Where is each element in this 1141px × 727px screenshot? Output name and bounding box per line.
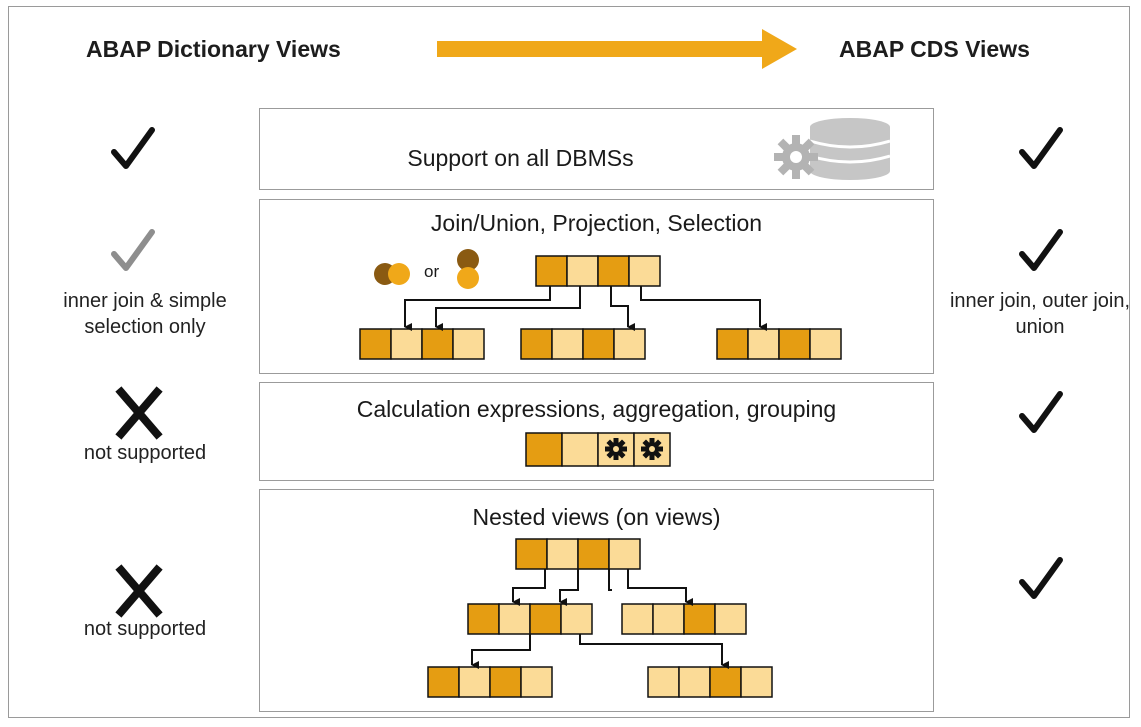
calculation-diagram (525, 432, 671, 467)
table-block (647, 666, 773, 698)
left-note: not supported (83, 442, 207, 464)
table-block (716, 328, 842, 360)
check-icon (1019, 127, 1063, 169)
table-cell (489, 666, 522, 698)
table-cell (582, 328, 615, 360)
feature-panel-calc: Calculation expressions, aggregation, gr… (259, 382, 934, 481)
table-cell (421, 328, 454, 360)
table-cell (621, 603, 654, 635)
connector-line (471, 634, 531, 669)
table-cell (452, 328, 485, 360)
check-icon (1019, 391, 1063, 433)
table-block (515, 538, 641, 570)
table-block (467, 603, 593, 635)
table-block (427, 666, 553, 698)
feature-title: Calculation expressions, aggregation, gr… (356, 396, 837, 422)
table-cell (560, 603, 593, 635)
table-cell (809, 328, 842, 360)
feature-title: Join/Union, Projection, Selection (430, 210, 763, 236)
table-block (359, 328, 485, 360)
connector-line (627, 569, 693, 606)
header-right-title: ABAP CDS Views (839, 36, 1030, 62)
table-cell (458, 666, 491, 698)
header-left-title: ABAP Dictionary Views (86, 36, 341, 62)
feature-title: Support on all DBMSs (407, 145, 634, 171)
gear-icon (605, 438, 627, 460)
check-icon (1019, 557, 1063, 599)
table-cell (608, 538, 641, 570)
table-cell (740, 666, 773, 698)
connector-line (610, 286, 635, 331)
connector-line (559, 569, 579, 606)
table-cell (520, 666, 553, 698)
feature-panel-nested: Nested views (on views) (259, 489, 934, 712)
table-cell (652, 603, 685, 635)
table-cell (467, 603, 500, 635)
or-label: or (424, 262, 440, 281)
table-cell (551, 328, 584, 360)
left-note: inner join & simple selection only (63, 290, 227, 338)
table-cell (520, 328, 553, 360)
connector-line (608, 569, 612, 591)
table-cell (359, 328, 392, 360)
table-cell (714, 603, 747, 635)
cross-icon (115, 564, 163, 618)
gear-icon (641, 438, 663, 460)
table-cell (566, 255, 599, 287)
table-cell (778, 328, 811, 360)
table-cell (577, 538, 610, 570)
cross-icon (115, 386, 163, 440)
connector-line (579, 634, 729, 669)
table-cell (427, 666, 460, 698)
stacked-circles-icon (457, 249, 479, 289)
table-cell (678, 666, 711, 698)
connector-line (404, 286, 551, 331)
right-note: inner join, outer join, union (949, 290, 1131, 338)
check-icon (111, 127, 155, 169)
table-cell (390, 328, 423, 360)
table-cell (709, 666, 742, 698)
feature-panel-join: Join/Union, Projection, Selection or (259, 199, 934, 374)
table-cell (683, 603, 716, 635)
table-cell (525, 432, 563, 467)
feature-panel-dbms: Support on all DBMSs (259, 108, 934, 190)
table-cell (561, 432, 599, 467)
table-cell (647, 666, 680, 698)
database-gear-icon (774, 118, 891, 180)
join-projection-diagram (359, 255, 842, 360)
table-cell (613, 328, 646, 360)
table-block (520, 328, 646, 360)
feature-title: Nested views (on views) (472, 504, 721, 530)
left-note: not supported (83, 618, 207, 640)
table-cell (498, 603, 531, 635)
table-cell (529, 603, 562, 635)
table-cell (628, 255, 661, 287)
table-cell (515, 538, 548, 570)
connector-line (640, 286, 767, 331)
table-cell (535, 255, 568, 287)
table-block (535, 255, 661, 287)
table-cell (546, 538, 579, 570)
check-icon (1019, 229, 1063, 271)
connector-line (512, 569, 546, 606)
nested-views-diagram (427, 538, 773, 698)
venn-overlap-icon (374, 263, 410, 285)
table-cell (597, 255, 630, 287)
check-gray-icon (111, 229, 155, 271)
table-cell (747, 328, 780, 360)
table-cell (716, 328, 749, 360)
connector-line (435, 286, 581, 331)
table-block (621, 603, 747, 635)
